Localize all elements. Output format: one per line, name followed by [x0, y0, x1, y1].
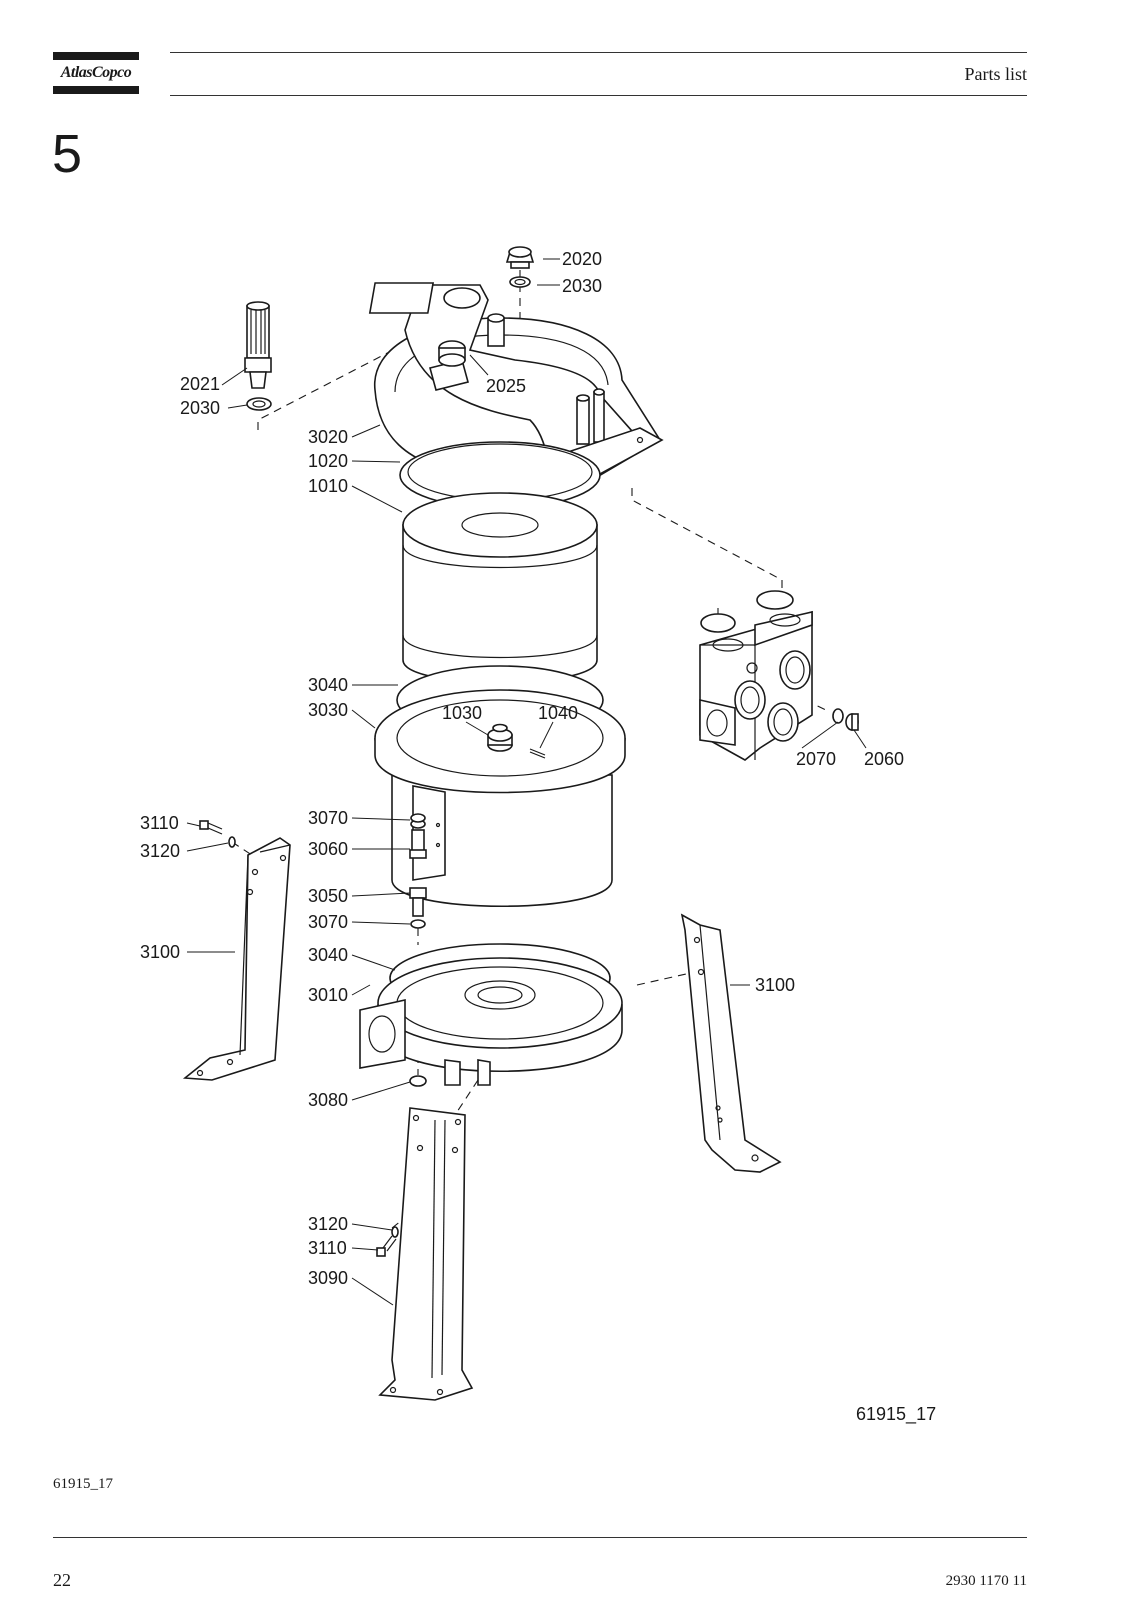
- callout-3070-lower: 3070: [308, 912, 348, 932]
- housing-3030: [374, 689, 626, 908]
- callout-3120-left: 3120: [140, 841, 180, 861]
- callout-1020: 1020: [308, 451, 348, 471]
- washer-3070-lower: [410, 919, 426, 929]
- header-rule-bottom: [170, 95, 1027, 96]
- callout-2020: 2020: [562, 249, 602, 269]
- nut-3080: [409, 1075, 427, 1087]
- callout-3060: 3060: [308, 839, 348, 859]
- support-leg-3090: [378, 1107, 474, 1401]
- callout-2021: 2021: [180, 374, 220, 394]
- figure-reference: 61915_17: [856, 1404, 936, 1425]
- callout-3030: 3030: [308, 700, 348, 720]
- washer-3120-left: [228, 836, 236, 848]
- callout-1010: 1010: [308, 476, 348, 496]
- callout-3010: 3010: [308, 985, 348, 1005]
- logo-bar-top: [53, 52, 139, 60]
- plug-2020: [505, 246, 535, 269]
- pin-1040: [529, 748, 546, 759]
- bolt-3110-front: [376, 1235, 397, 1257]
- bolt-3110-left: [199, 820, 223, 835]
- document-number: 2930 1170 11: [945, 1573, 1027, 1589]
- washer-2030-top-hole: [514, 278, 526, 286]
- callout-3070-upper: 3070: [308, 808, 348, 828]
- section-title: Parts list: [964, 64, 1027, 84]
- footer-figure-reference: 61915_17: [53, 1476, 113, 1492]
- callout-3090: 3090: [308, 1268, 348, 1288]
- callout-2030-left: 2030: [180, 398, 220, 418]
- support-leg-3100-left: [182, 837, 291, 1081]
- callout-3040-lower: 3040: [308, 945, 348, 965]
- header-rule-top: [170, 52, 1027, 53]
- support-leg-3100-right: [680, 913, 782, 1173]
- callout-1030: 1030: [442, 703, 482, 723]
- plug-2025: [429, 340, 469, 391]
- plug-2060: [845, 713, 859, 731]
- bolt-3060: [409, 819, 427, 859]
- washer-2030-top: [509, 276, 531, 288]
- washer-2070: [832, 708, 844, 724]
- washer-2030-left-hole: [252, 400, 266, 408]
- footer-rule: [53, 1537, 1027, 1538]
- check-valve-block: [699, 590, 813, 761]
- valve-1030: [487, 723, 513, 752]
- section-number: 5: [52, 124, 83, 184]
- callout-3040-upper: 3040: [308, 675, 348, 695]
- callout-3110-left: 3110: [140, 813, 179, 833]
- callout-2030-top: 2030: [562, 276, 602, 296]
- callout-3050: 3050: [308, 886, 348, 906]
- callout-3120-front: 3120: [308, 1214, 348, 1234]
- callout-2025: 2025: [486, 376, 526, 396]
- filter-element-1010: [402, 492, 598, 684]
- logo-text: AtlasCopco: [60, 64, 132, 81]
- callout-leaders: [186, 258, 867, 1306]
- atlas-copco-logo: AtlasCopco: [53, 52, 139, 94]
- washer-3120-front: [391, 1226, 399, 1238]
- callout-2060: 2060: [864, 749, 904, 769]
- callout-3020: 3020: [308, 427, 348, 447]
- callout-1040: 1040: [538, 703, 578, 723]
- washer-3070-upper: [410, 813, 426, 823]
- valve-2021: [244, 301, 272, 389]
- callout-2070: 2070: [796, 749, 836, 769]
- bolt-3050: [409, 887, 427, 917]
- page-number: 22: [53, 1570, 71, 1590]
- callout-3080: 3080: [308, 1090, 348, 1110]
- callout-3110-front: 3110: [308, 1238, 347, 1258]
- callout-3100-right: 3100: [755, 975, 795, 995]
- callout-3100-left: 3100: [140, 942, 180, 962]
- washer-2030-left: [246, 397, 272, 411]
- base-housing-3010: [359, 957, 623, 1086]
- logo-bar-bottom: [53, 86, 139, 94]
